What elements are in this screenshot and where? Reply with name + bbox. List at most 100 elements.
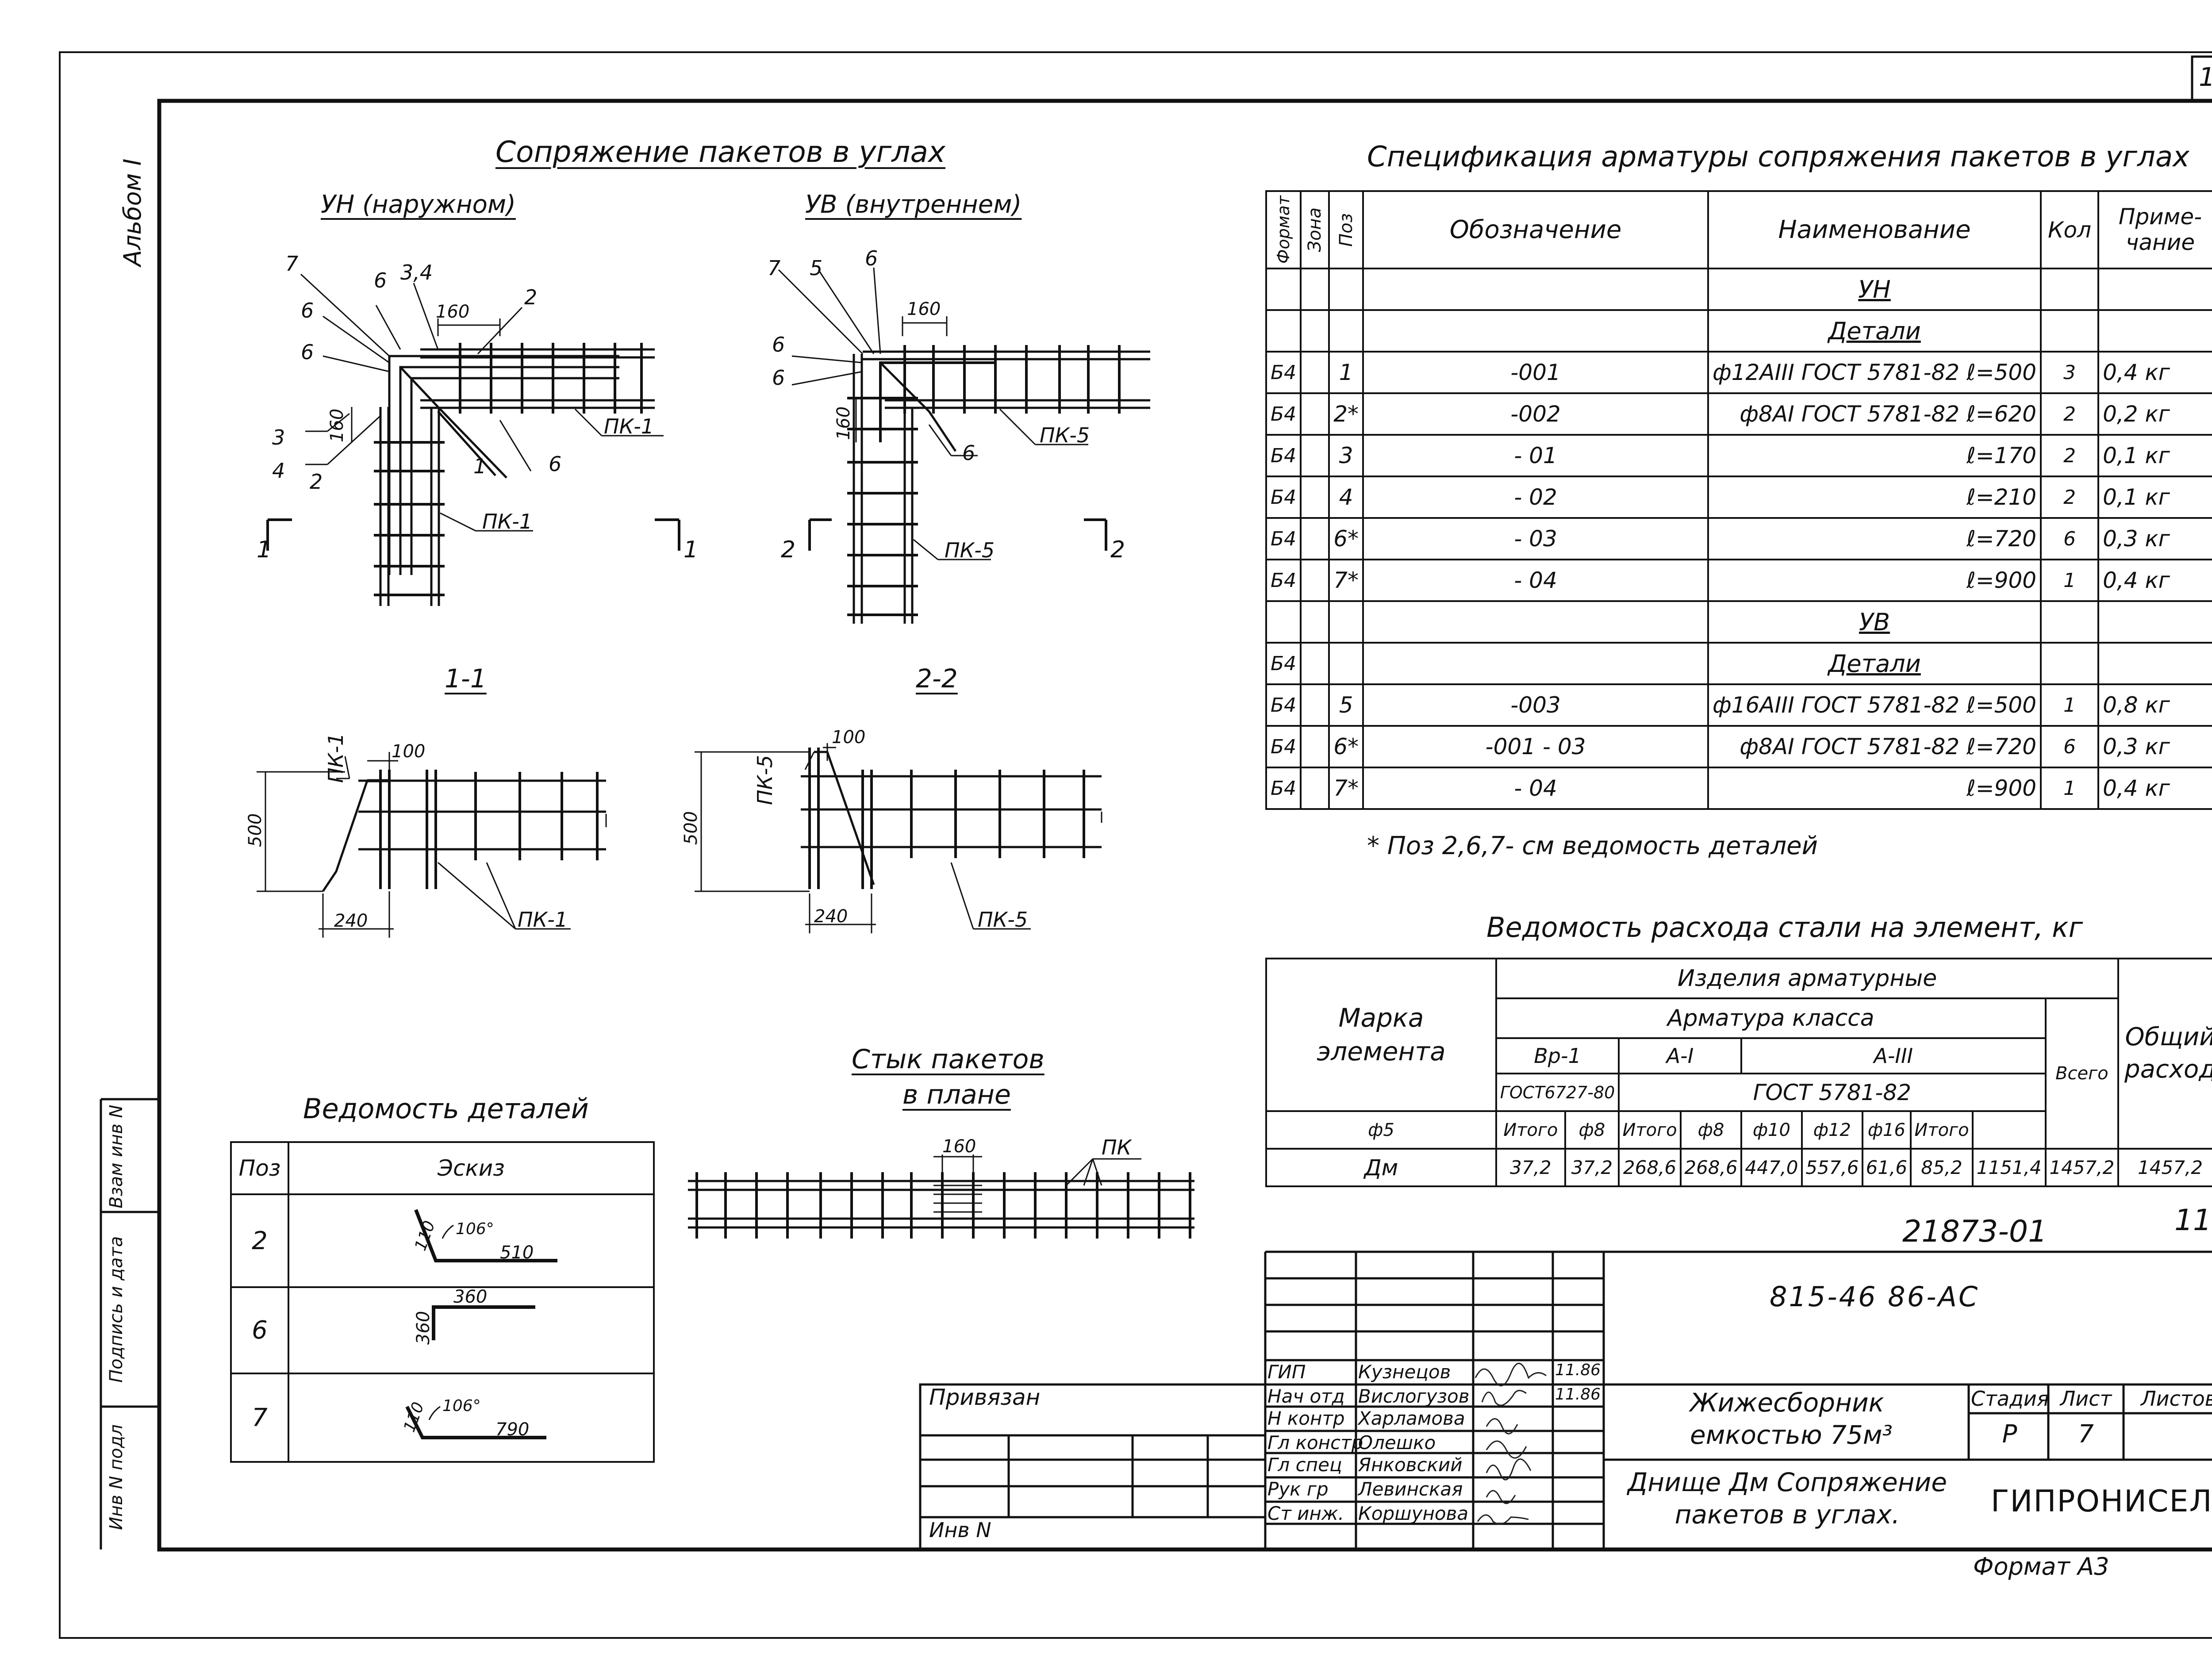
- steel-subcol: Итого: [1495, 1110, 1566, 1150]
- spec-table: Формат Зона Поз Обозначение Наименование…: [1265, 190, 2212, 810]
- uv-section-left: 2: [781, 537, 795, 563]
- steel-title: Ведомость расхода стали на элемент, кг: [1486, 911, 2083, 943]
- spec-format: Б4: [1265, 683, 1302, 727]
- un-section-right: 1: [684, 537, 698, 563]
- uv-label-7: 7: [768, 256, 780, 280]
- stamp-name: Харламова: [1358, 1407, 1465, 1429]
- steel-overall: 1457,2: [2117, 1148, 2212, 1187]
- stamp-role: ГИП: [1267, 1361, 1306, 1383]
- stamp-name: Вислогузов: [1358, 1385, 1470, 1407]
- spec-pos: 7*: [1328, 559, 1364, 602]
- spec-format: Б4: [1265, 434, 1302, 477]
- steel-value: 268,6: [1618, 1148, 1682, 1187]
- section-2-2-title: 2-2: [916, 663, 958, 694]
- spec-qty: [2040, 642, 2100, 685]
- top-sheet-box: [2191, 55, 2212, 102]
- spec-h-zone: Зона: [1300, 190, 1330, 269]
- signatures: [1475, 1363, 1547, 1525]
- un-label-3: 3: [272, 426, 285, 449]
- spec-pos: 5: [1328, 683, 1364, 727]
- spec-name: ℓ=210: [1707, 476, 2042, 519]
- joint-dim-160: 160: [942, 1136, 976, 1157]
- steel-value: 1151,4: [1971, 1148, 2047, 1187]
- spec-format: Б4: [1265, 725, 1302, 768]
- section-1-1-drawing: [257, 752, 607, 938]
- spec-pos: 6*: [1328, 725, 1364, 768]
- steel-mark: Дм: [1265, 1148, 1497, 1187]
- spec-qty: 6: [2040, 517, 2100, 560]
- spec-name: ф16АIII ГОСТ 5781-82 ℓ=500: [1707, 683, 2042, 727]
- steel-h-bp: Вр-1: [1495, 1037, 1620, 1074]
- spec-zone: [1300, 767, 1330, 810]
- spec-footnote: * Поз 2,6,7- см ведомость деталей: [1367, 832, 1818, 860]
- stamp-date: 11.86: [1555, 1385, 1601, 1404]
- spec-designation: [1362, 600, 1709, 644]
- steel-value: 447,0: [1740, 1148, 1803, 1187]
- spec-format: [1265, 268, 1302, 311]
- spec-zone: [1300, 309, 1330, 353]
- un-label-160-top: 160: [436, 302, 469, 322]
- project-code: 815-46 86-АС: [1770, 1281, 1980, 1313]
- inv-label: Инв N: [929, 1518, 991, 1542]
- spec-designation: - 01: [1362, 434, 1709, 477]
- stage-header: Стадия: [1971, 1387, 2049, 1411]
- spec-designation: [1362, 309, 1709, 353]
- spec-row: УН: [1265, 268, 2212, 311]
- spec-qty: [2040, 600, 2100, 644]
- spec-format: Б4: [1265, 767, 1302, 810]
- uv-label-pk5-v: ПК-5: [945, 538, 995, 562]
- spec-name: Детали: [1707, 642, 2042, 685]
- details-pos: 6: [230, 1286, 289, 1374]
- spec-name: ℓ=900: [1707, 559, 2042, 602]
- spec-note: [2097, 600, 2212, 644]
- uv-label-5: 5: [810, 256, 822, 280]
- spec-qty: 1: [2040, 559, 2100, 602]
- s11-label-240: 240: [334, 911, 368, 931]
- spec-zone: [1300, 434, 1330, 477]
- stamp-role: Гл констр: [1267, 1432, 1363, 1453]
- stamp-name: Олешко: [1358, 1432, 1436, 1453]
- un-corner-drawing: [266, 273, 680, 606]
- stamp-role: Рук гр: [1267, 1478, 1329, 1500]
- spec-qty: 1: [2040, 767, 2100, 810]
- sheet-corner-number: 11: [2174, 1203, 2212, 1237]
- spec-note: 0,3 кг: [2097, 725, 2212, 768]
- spec-format: [1265, 600, 1302, 644]
- corner-title: Сопряжение пакетов в углах: [495, 135, 945, 169]
- joint-title-l2: в плане: [902, 1079, 1011, 1110]
- spec-format: Б4: [1265, 476, 1302, 519]
- spec-note: [2097, 309, 2212, 353]
- s11-label-100: 100: [392, 741, 425, 762]
- s22-label-240: 240: [814, 906, 848, 927]
- spec-format: Б4: [1265, 351, 1302, 394]
- details-col-sketch: Эскиз: [288, 1141, 655, 1195]
- spec-h-note: Приме-чание: [2097, 190, 2212, 269]
- details-row: 6: [230, 1286, 655, 1374]
- spec-note: 0,4 кг: [2097, 559, 2212, 602]
- details-pos: 7: [230, 1373, 289, 1463]
- un-label-2-side: 2: [310, 470, 323, 494]
- spec-name: УН: [1707, 268, 2042, 311]
- spec-pos: 1: [1328, 351, 1364, 394]
- outer-frame: [59, 51, 2212, 1639]
- s11-label-500: 500: [245, 813, 265, 847]
- spec-zone: [1300, 351, 1330, 394]
- spec-pos: [1328, 309, 1364, 353]
- steel-subcol: ф16: [1861, 1110, 1912, 1150]
- steel-value: 37,2: [1495, 1148, 1566, 1187]
- details-row: 2: [230, 1193, 655, 1288]
- steel-value: 37,2: [1564, 1148, 1620, 1187]
- un-label-160-side: 160: [327, 409, 347, 442]
- s11-label-pk1-b: ПК-1: [518, 908, 568, 932]
- spec-row: Детали: [1265, 309, 2212, 353]
- joint-plan-drawing: [688, 1154, 1194, 1239]
- spec-qty: 3: [2040, 351, 2100, 394]
- stamp-role: Нач отд: [1267, 1385, 1345, 1407]
